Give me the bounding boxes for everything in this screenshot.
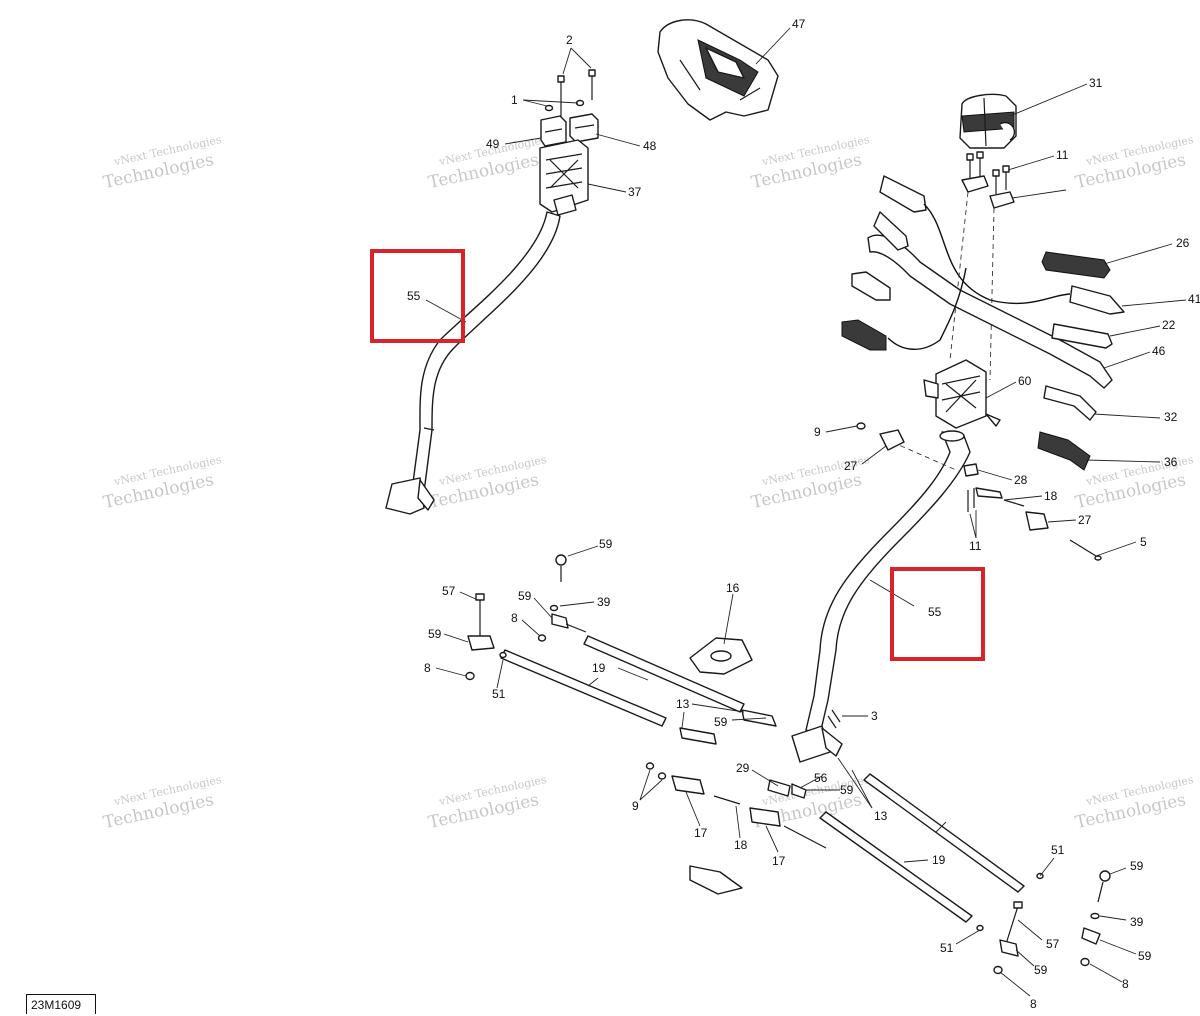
grip-left-upper bbox=[879, 175, 927, 213]
riser-clamp-60 bbox=[935, 359, 987, 429]
callout-29: 29 bbox=[736, 761, 750, 775]
handlebar-assembly bbox=[841, 151, 1125, 471]
callout-28: 28 bbox=[1014, 473, 1028, 487]
callout-1: 1 bbox=[511, 93, 518, 107]
callout-32: 32 bbox=[1164, 410, 1178, 424]
callout-57-left: 57 bbox=[442, 584, 456, 598]
console-cover-47 bbox=[657, 19, 779, 121]
link-17-right bbox=[749, 807, 781, 827]
grip-tube-22 bbox=[1051, 323, 1113, 349]
callout-59-right-top: 59 bbox=[1130, 859, 1144, 873]
callout-59-left: 59 bbox=[428, 627, 442, 641]
callout-27-top: 27 bbox=[844, 459, 858, 473]
callout-8-bottom: 8 bbox=[1030, 997, 1037, 1011]
tie-rod-19-right-b bbox=[863, 773, 1025, 893]
callout-37: 37 bbox=[628, 185, 642, 199]
link-17-left bbox=[671, 775, 705, 795]
bracket-27 bbox=[879, 429, 905, 451]
callout-59-right: 59 bbox=[1138, 949, 1152, 963]
leader-lines bbox=[425, 27, 1187, 997]
clamp-foot bbox=[553, 194, 577, 216]
callout-47: 47 bbox=[792, 17, 806, 31]
callout-31: 31 bbox=[1089, 76, 1103, 90]
left-column-assembly bbox=[385, 69, 599, 515]
callout-59-bottom: 59 bbox=[1034, 963, 1048, 977]
grip-right-26 bbox=[1041, 251, 1111, 279]
callout-41: 41 bbox=[1188, 292, 1200, 306]
callout-39-right: 39 bbox=[1130, 915, 1144, 929]
callout-55-left: 55 bbox=[407, 289, 421, 303]
callout-5: 5 bbox=[1140, 535, 1147, 549]
callout-27-right: 27 bbox=[1078, 513, 1092, 527]
callout-11-bottom: 11 bbox=[969, 539, 982, 553]
cover-31 bbox=[959, 93, 1017, 149]
callout-60: 60 bbox=[1018, 374, 1032, 388]
clamp-body-37 bbox=[539, 139, 589, 213]
callout-26: 26 bbox=[1176, 236, 1190, 250]
highlight-box-left bbox=[370, 249, 465, 343]
throttle-housing bbox=[851, 271, 891, 301]
callout-49: 49 bbox=[486, 137, 500, 151]
callout-9-top: 9 bbox=[814, 425, 821, 439]
clamp-cap-48 bbox=[569, 113, 599, 143]
column-bottom-bracket bbox=[385, 477, 425, 515]
heated-grip-left bbox=[841, 319, 887, 351]
callout-13-left: 13 bbox=[676, 697, 690, 711]
reference-code: 23M1609 bbox=[26, 994, 96, 1014]
callout-13-right: 13 bbox=[874, 809, 888, 823]
callout-17-right: 17 bbox=[772, 854, 786, 868]
callout-59-lower: 59 bbox=[714, 715, 728, 729]
callout-51-left: 51 bbox=[492, 687, 506, 701]
bolt-head bbox=[588, 69, 596, 77]
callout-17-left: 17 bbox=[694, 826, 708, 840]
grip-tube-32 bbox=[1043, 385, 1097, 421]
callout-22: 22 bbox=[1162, 318, 1176, 332]
washer bbox=[544, 104, 554, 112]
callout-51-right: 51 bbox=[1051, 843, 1065, 857]
callout-16: 16 bbox=[726, 581, 740, 595]
callout-36: 36 bbox=[1164, 455, 1178, 469]
callout-18-bottom: 18 bbox=[734, 838, 748, 852]
tie-rod-19-right-a bbox=[819, 811, 973, 923]
callout-19-right: 19 bbox=[932, 853, 946, 867]
callout-39-left: 39 bbox=[597, 595, 611, 609]
callout-8-right: 8 bbox=[1122, 977, 1129, 991]
callout-11-top: 11 bbox=[1056, 148, 1069, 162]
callout-9-bottom: 9 bbox=[632, 799, 639, 813]
callout-51-bottom: 51 bbox=[940, 941, 954, 955]
callout-56: 56 bbox=[814, 771, 828, 785]
grip-tube bbox=[873, 211, 909, 251]
clamp-cap bbox=[961, 175, 989, 193]
callout-3: 3 bbox=[871, 709, 878, 723]
link-bracket bbox=[689, 865, 743, 895]
column-bottom-gusset bbox=[417, 479, 435, 511]
tie-rod-19-mid bbox=[583, 635, 745, 713]
callout-19-left: 19 bbox=[592, 661, 606, 675]
callout-8-mid: 8 bbox=[511, 611, 518, 625]
callouts: 2 1 49 48 37 55 47 31 11 26 41 22 46 60 … bbox=[407, 17, 1200, 1011]
clamp-cap-53 bbox=[989, 191, 1015, 209]
callout-46: 46 bbox=[1152, 344, 1166, 358]
callout-57-right: 57 bbox=[1046, 937, 1060, 951]
heated-element-41 bbox=[1069, 285, 1125, 315]
right-column-assembly bbox=[791, 422, 1102, 763]
callout-8-left: 8 bbox=[424, 661, 431, 675]
bracket-27b bbox=[1025, 511, 1049, 531]
callout-59-mid: 59 bbox=[518, 589, 532, 603]
callout-18-top: 18 bbox=[1044, 489, 1058, 503]
steering-column-55-left bbox=[411, 211, 561, 493]
callout-2: 2 bbox=[566, 33, 573, 47]
callout-59-top: 59 bbox=[599, 537, 613, 551]
highlight-box-right bbox=[890, 567, 985, 661]
callout-59-center: 59 bbox=[840, 783, 854, 797]
callout-48: 48 bbox=[643, 139, 657, 153]
lower-linkage bbox=[465, 554, 1111, 975]
heated-grip-36 bbox=[1037, 431, 1091, 471]
bolt-head bbox=[557, 75, 565, 83]
bracket-28 bbox=[975, 487, 1003, 499]
callout-55-right: 55 bbox=[928, 605, 942, 619]
